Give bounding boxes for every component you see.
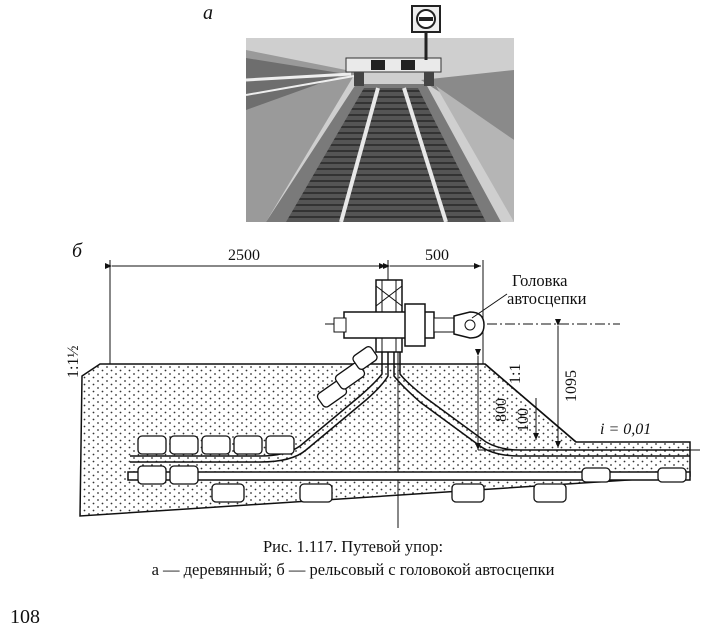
drawing-rail-buffer-stop: 2500 500 Головка автосцепки [65,247,700,528]
dim-label-500: 500 [425,247,449,264]
panel-a-label: а [203,2,213,24]
dim-label-100: 100 [515,408,532,432]
coupler-label-line2: автосцепки [507,289,587,308]
photo-wooden-buffer-stop [246,5,514,222]
gradient-label: i = 0,01 [600,421,651,438]
page-number: 108 [10,606,40,628]
figure-caption-description: а — деревянный; б — рельсовый с головоко… [151,560,555,579]
figure-caption-title: Рис. 1.117. Путевой упор: [262,537,444,556]
dim-label-2500: 2500 [228,247,260,264]
panel-b-label: б [72,240,83,262]
coupler-label-line1: Головка [512,271,568,290]
running-rail [127,471,691,481]
slope-label-left: 1:1½ [65,346,82,378]
dim-label-800: 800 [493,398,510,422]
slope-label-right: 1:1 [507,364,524,384]
dim-label-1095: 1095 [563,370,580,402]
